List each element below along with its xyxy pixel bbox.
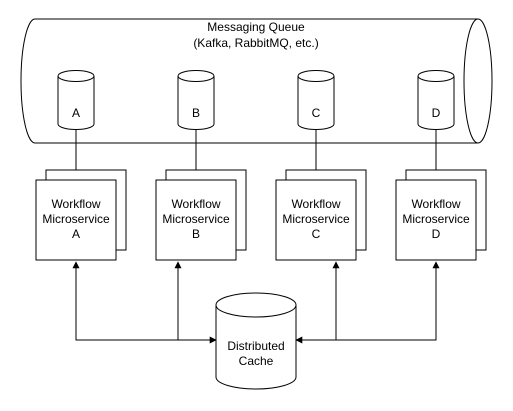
topic-c-label: C [312,106,321,120]
topic-d-top [417,70,455,82]
distributed-cache-line2: Cache [239,354,274,368]
service-a-line1: Workflow [51,197,100,211]
service-b: Workflow Microservice B [155,169,247,261]
connector-service-a-to-cache [72,261,217,344]
service-d: Workflow Microservice D [395,169,487,261]
distributed-cache: Distributed Cache [215,292,297,390]
service-b-line2: Microservice [162,212,230,226]
topic-d: D [417,70,455,130]
topic-d-label: D [432,106,441,120]
service-d-line2: Microservice [402,212,470,226]
topic-a-top [57,70,95,82]
topic-c-top [297,70,335,82]
service-a-line2: Microservice [42,212,110,226]
service-c-line1: Workflow [291,197,340,211]
service-d-line1: Workflow [411,197,460,211]
topic-a-label: A [72,106,80,120]
service-d-line3: D [432,227,441,241]
topic-c: C [297,70,335,130]
service-a-front [35,179,117,261]
service-a: Workflow Microservice A [35,169,127,261]
service-b-front [155,179,237,261]
service-d-front [395,179,477,261]
distributed-cache-top [215,292,297,318]
connector-service-d-to-cache [295,261,440,344]
service-c-line3: C [312,227,321,241]
service-c-line2: Microservice [282,212,350,226]
messaging-queue-title: Messaging Queue [207,20,305,34]
service-b-line1: Workflow [171,197,220,211]
topic-b: B [177,70,215,130]
messaging-queue-subtitle: (Kafka, RabbitMQ, etc.) [193,36,318,50]
service-c-front [275,179,357,261]
messaging-queue-end-cap [463,18,479,144]
service-b-line3: B [192,227,200,241]
service-a-line3: A [72,227,80,241]
distributed-cache-body [215,305,297,390]
distributed-cache-line1: Distributed [227,339,284,353]
messaging-queue: Messaging Queue (Kafka, RabbitMQ, etc.) [20,18,493,144]
topic-b-top [177,70,215,82]
service-c: Workflow Microservice C [275,169,367,261]
topic-a: A [57,70,95,130]
topic-b-label: B [192,106,200,120]
